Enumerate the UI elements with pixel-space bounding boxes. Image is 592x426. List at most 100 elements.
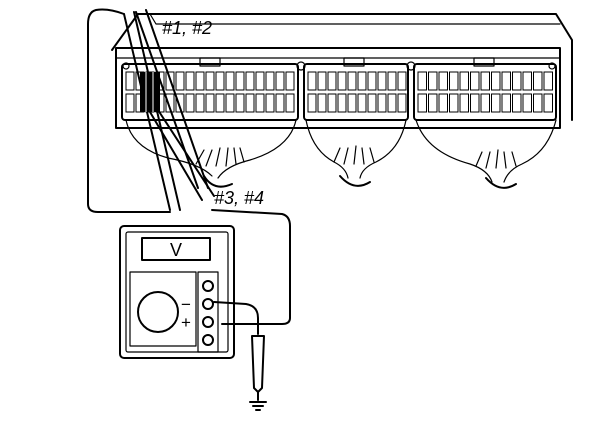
connector-pin: [438, 71, 448, 91]
connector-pin: [449, 93, 459, 113]
label-upper-probes: #1, #2: [162, 18, 212, 38]
connector-pin: [337, 93, 347, 113]
connector-pin: [195, 93, 205, 113]
connector-pin: [165, 71, 175, 91]
connector-pin: [533, 71, 543, 91]
connector-2: [303, 57, 409, 121]
connector-pin: [357, 71, 367, 91]
connector-pin: [175, 93, 185, 113]
connector-pin: [125, 93, 135, 113]
connector-pin: [417, 71, 427, 91]
connector-pin: [245, 71, 255, 91]
probe-4: [157, 109, 215, 197]
connector-pin: [265, 71, 275, 91]
connector-pin: [195, 71, 205, 91]
wire-harness: [125, 119, 557, 189]
ground-probe: [251, 335, 265, 393]
connector-pin: [491, 71, 501, 91]
connector-pin: [327, 71, 337, 91]
lead-outer: [87, 8, 171, 213]
meter-display: [141, 237, 211, 261]
connector-pin: [275, 93, 285, 113]
connector-pin: [185, 71, 195, 91]
connector-pin: [165, 93, 175, 113]
connector-pin: [501, 71, 511, 91]
connector-pin: [307, 93, 317, 113]
connector-pin: [235, 93, 245, 113]
multimeter: V − +: [119, 225, 235, 359]
connector-pin: [428, 93, 438, 113]
connector-pin: [417, 93, 427, 113]
connector-pin: [125, 71, 135, 91]
connector-pin: [285, 93, 295, 113]
meter-dial[interactable]: [137, 291, 179, 333]
ecu-top-edge: [149, 13, 561, 25]
lead-negative: [211, 209, 291, 325]
connector-pin: [522, 93, 532, 113]
connector-pin: [357, 93, 367, 113]
connector-pin: [255, 71, 265, 91]
probe-3: [149, 111, 203, 201]
connector-pin: [367, 71, 377, 91]
connector-pin: [491, 93, 501, 113]
connector-pin: [285, 71, 295, 91]
connector-pin: [327, 93, 337, 113]
connector-pin: [235, 71, 245, 91]
connector-pin: [175, 71, 185, 91]
plus-label: +: [181, 313, 191, 332]
connector-pin: [225, 71, 235, 91]
connector-pin: [438, 93, 448, 113]
lead-to-minus: [213, 301, 259, 335]
meter-body: [119, 225, 235, 359]
connector-pin: [317, 93, 327, 113]
connector-pin: [265, 93, 275, 113]
connector-pin: [543, 93, 553, 113]
connector-pin: [397, 71, 407, 91]
ecu-top-face: [111, 13, 573, 121]
connector-pin: [459, 93, 469, 113]
label-lower-probes: #3, #4: [214, 188, 264, 208]
connector-pin: [205, 71, 215, 91]
connector-pin: [387, 71, 397, 91]
test-probes: [123, 9, 215, 211]
connector-pin: [543, 71, 553, 91]
connector-pin: [275, 71, 285, 91]
connector-pin: [449, 71, 459, 91]
connector-pin: [215, 93, 225, 113]
connector-pin: [459, 71, 469, 91]
harness-3: [415, 119, 557, 183]
connector-2-pins: [307, 71, 407, 113]
terminal-4[interactable]: [202, 334, 214, 346]
connector-pin: [225, 93, 235, 113]
connector-pin: [428, 71, 438, 91]
connector-pin: [480, 93, 490, 113]
connector-pin: [377, 71, 387, 91]
probe-2: [135, 11, 199, 189]
terminal-plus[interactable]: [202, 316, 214, 328]
connector-pin: [377, 93, 387, 113]
connector-pin: [522, 71, 532, 91]
connector-pin: [205, 93, 215, 113]
probe-tips: [140, 72, 160, 112]
meter-display-label: V: [170, 240, 182, 260]
connector-pin: [512, 71, 522, 91]
connector-pin: [397, 93, 407, 113]
minus-label: −: [181, 295, 191, 314]
connector-pin: [317, 71, 327, 91]
connector-pin: [185, 93, 195, 113]
connector-pin: [470, 93, 480, 113]
connector-3-pins: [417, 71, 553, 113]
connector-pin: [470, 71, 480, 91]
terminal-minus[interactable]: [202, 298, 214, 310]
terminal-1[interactable]: [202, 280, 214, 292]
connector-latches: [122, 61, 556, 71]
ecu-front-frame: [115, 47, 561, 129]
meter-leads: [87, 8, 291, 411]
connector-pin: [367, 93, 377, 113]
connector-pin: [512, 93, 522, 113]
connector-3: [413, 57, 557, 121]
connector-pin: [347, 93, 357, 113]
connector-pin: [215, 71, 225, 91]
connector-pin: [347, 71, 357, 91]
